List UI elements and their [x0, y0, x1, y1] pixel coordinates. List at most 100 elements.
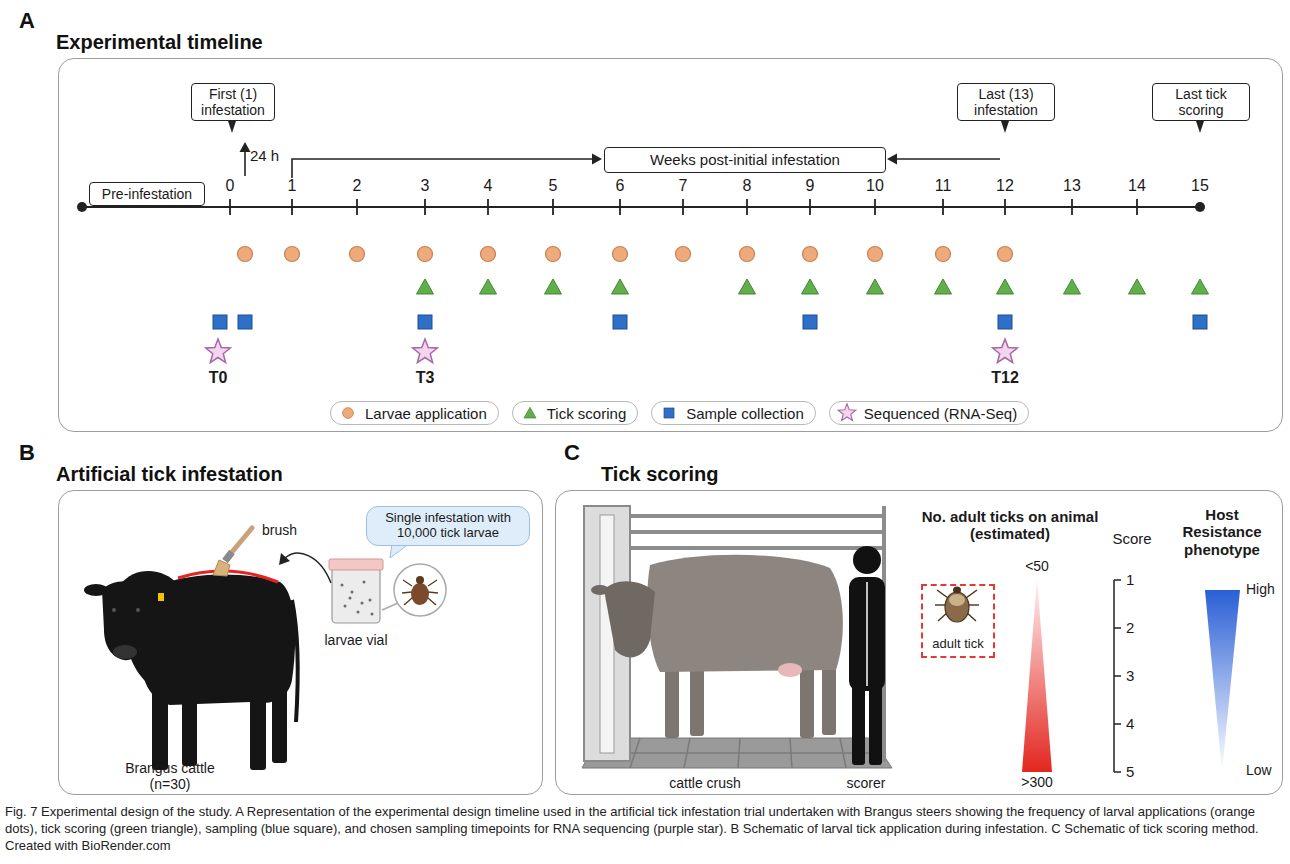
- score-number: 3: [1126, 667, 1134, 684]
- legend-item: Larvae application: [330, 401, 499, 425]
- adult-tick-icon: [966, 590, 977, 598]
- tick-scoring-row: [480, 279, 497, 294]
- legend-item: Sample collection: [651, 401, 816, 425]
- cattle-crush: [630, 514, 884, 518]
- week-number: 13: [1063, 177, 1081, 195]
- week-number: 8: [743, 177, 752, 195]
- larvae-vial: [369, 599, 372, 602]
- timeline-axis: [552, 199, 554, 215]
- tick-magnifier: [394, 564, 446, 616]
- cattle-crush: [590, 752, 882, 754]
- arrow-heads: [592, 154, 602, 165]
- sample-collection-row: [803, 315, 817, 329]
- larvae-vial: [371, 613, 374, 616]
- cow-in-crush: [591, 585, 609, 595]
- week-number: 4: [484, 177, 493, 195]
- larvae-application-row: [285, 247, 300, 262]
- node-text: Weeks post-initial infestation: [609, 151, 881, 168]
- tick-scoring-row: [802, 279, 819, 294]
- brangus-cow: [158, 593, 164, 601]
- timeline-axis: [77, 199, 1205, 215]
- timeline-axis: [77, 202, 87, 212]
- score-scale: [1114, 771, 1121, 773]
- brangus-cow: [136, 608, 140, 612]
- timepoint-label: T12: [991, 369, 1019, 387]
- larvae-vial: [341, 584, 344, 587]
- timeline-axis: [746, 199, 748, 215]
- score-scale: [1114, 627, 1121, 629]
- score-scale: [1114, 723, 1121, 725]
- larvae-application-row: [238, 247, 1013, 262]
- axis-heading: Score: [1112, 530, 1151, 547]
- larvae-vial: [351, 591, 354, 594]
- resistance-wedge: [1205, 590, 1240, 772]
- arrow-heads: [240, 142, 251, 152]
- week-number: 15: [1191, 177, 1209, 195]
- application-arrow: [279, 553, 331, 583]
- tick-scoring-row: [1129, 279, 1146, 294]
- part-label: brush: [262, 522, 297, 538]
- node-text: Single infestation with 10,000 tick larv…: [373, 511, 523, 541]
- arrow-heads: [887, 154, 897, 165]
- tick-magnifier: [402, 592, 412, 593]
- legend-swatch: [659, 403, 679, 423]
- scale-end: High: [1246, 581, 1275, 597]
- axis-heading: No. adult ticks on animal (estimated): [914, 508, 1106, 543]
- adult-tick-icon: [953, 587, 961, 594]
- cattle-crush: [790, 738, 792, 768]
- brangus-cow: [102, 581, 148, 660]
- figure-caption: Fig. 7 Experimental design of the study.…: [5, 803, 1285, 854]
- score-number: 5: [1126, 763, 1134, 780]
- scorer-figure: [866, 582, 868, 686]
- legend-symbol: [664, 408, 674, 418]
- tick-scoring-row: [867, 279, 884, 294]
- larvae-vial: [329, 559, 383, 623]
- timeline-axis: [942, 199, 944, 215]
- week-number: 14: [1128, 177, 1146, 195]
- larvae-application-row: [238, 247, 253, 262]
- sample-collection-row: [998, 315, 1012, 329]
- legend-swatch: [520, 403, 540, 423]
- brangus-cow: [84, 571, 298, 770]
- cattle-crush: [840, 738, 846, 768]
- sample-collection-row: [1193, 315, 1207, 329]
- cattle-crush: [600, 515, 614, 753]
- part-label: cattle crush: [669, 775, 741, 791]
- callout-box: Weeks post-initial infestation: [604, 147, 886, 173]
- timeline-arrows: [244, 150, 246, 176]
- legend-text: Sequenced (RNA-Seq): [864, 405, 1017, 422]
- week-number: 3: [421, 177, 430, 195]
- week-number: 12: [996, 177, 1014, 195]
- larvae-vial: [329, 559, 383, 570]
- timeline-axis: [1071, 199, 1073, 215]
- timeline-axis: [809, 199, 811, 215]
- larvae-vial: [357, 611, 360, 614]
- timeline-axis: [487, 199, 489, 215]
- adult-tick-icon: [935, 590, 979, 621]
- brangus-cow: [84, 584, 108, 596]
- week-number: 11: [935, 177, 952, 195]
- node-text: First (1) infestation: [196, 86, 270, 118]
- tick-scoring-row: [1064, 279, 1081, 294]
- brangus-cow: [113, 645, 137, 659]
- tick-scoring-row: [417, 279, 434, 294]
- cattle-crush: [684, 738, 690, 768]
- scorer-figure: [849, 577, 885, 691]
- panel-title: Tick scoring: [601, 463, 718, 485]
- legend-text: Tick scoring: [547, 405, 626, 422]
- callout-box: Pre-infestation: [89, 182, 205, 206]
- tick-scoring-row: [612, 279, 629, 294]
- scale-end: >300: [1021, 774, 1053, 790]
- week-number: 2: [353, 177, 362, 195]
- cow-in-crush: [604, 581, 655, 657]
- timeline-axis: [874, 199, 876, 215]
- timeline-axis: [291, 199, 293, 215]
- callout-box: First (1) infestation: [191, 83, 275, 121]
- larvae-application-row: [740, 247, 755, 262]
- timeline-axis: [229, 199, 231, 215]
- sample-collection-row: [213, 315, 1207, 329]
- tick-magnifier: [428, 598, 436, 605]
- score-scale: [1114, 579, 1121, 581]
- timeline-axis: [82, 206, 1200, 208]
